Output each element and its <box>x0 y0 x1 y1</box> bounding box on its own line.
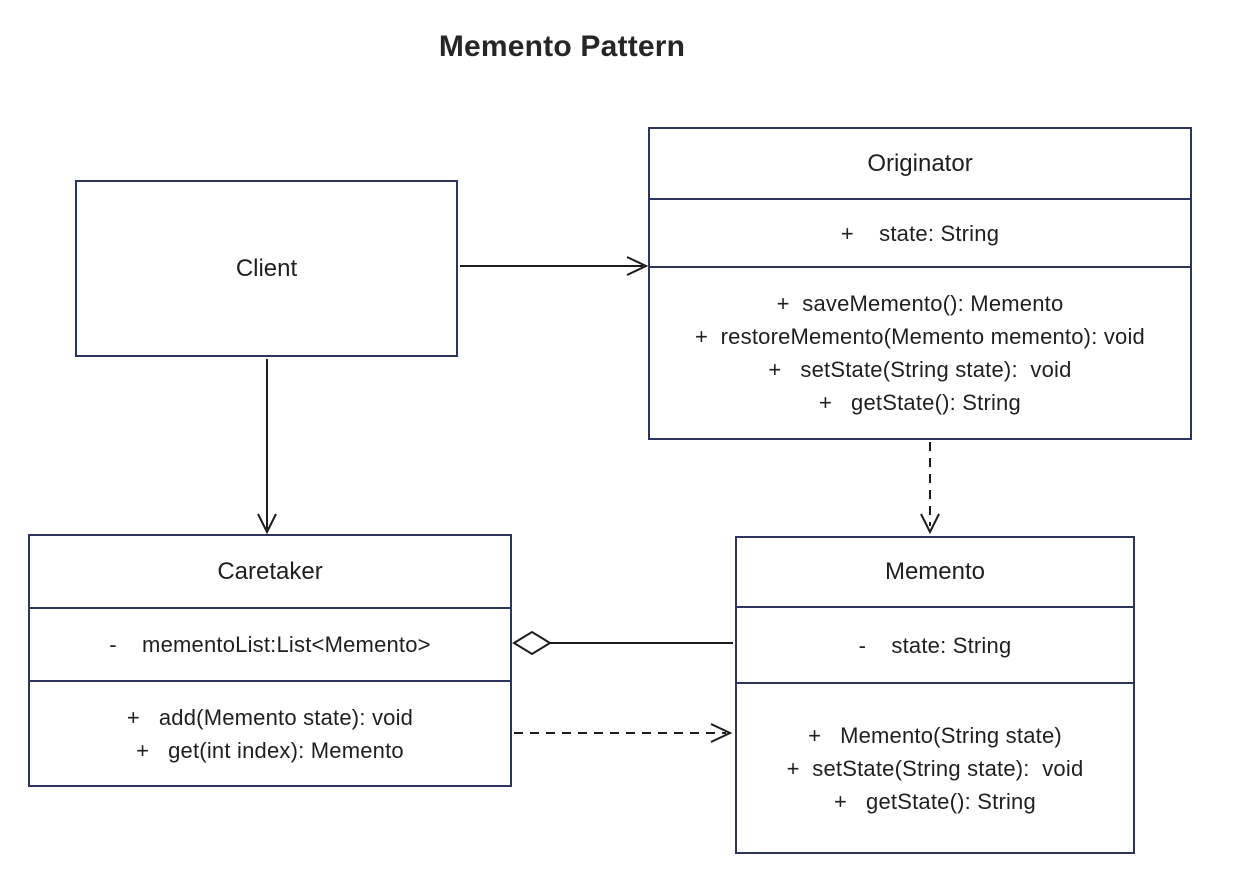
attribute-row: - state: String <box>858 632 1012 658</box>
attribute-row: - mementoList:List<Memento> <box>109 632 431 657</box>
aggregation-caretaker-memento <box>512 630 733 656</box>
class-memento-methods: + Memento(String state) + setState(Strin… <box>737 682 1133 852</box>
class-memento: Memento - state: String + Memento(String… <box>735 536 1135 854</box>
attribute-row: + state: String <box>840 220 1000 246</box>
method-row: + get(int index): Memento <box>136 737 404 763</box>
class-caretaker-attributes: - mementoList:List<Memento> <box>30 607 510 680</box>
diagram-title: Memento Pattern <box>438 30 686 63</box>
method-row: + restoreMemento(Memento memento): void <box>694 324 1145 349</box>
method-row: + setState(String state): void <box>786 755 1084 781</box>
dependency-caretaker-to-memento <box>514 723 733 743</box>
method-row: + add(Memento state): void <box>126 704 414 730</box>
class-client-label: Client <box>235 254 298 282</box>
class-caretaker-methods: + add(Memento state): void + get(int ind… <box>30 680 510 785</box>
method-row: + getState(): String <box>819 390 1021 415</box>
class-caretaker-name: Caretaker <box>217 557 323 585</box>
dependency-originator-to-memento <box>920 442 940 535</box>
class-caretaker: Caretaker - mementoList:List<Memento> + … <box>28 534 512 787</box>
class-client: Client <box>75 180 458 357</box>
method-row: + saveMemento(): Memento <box>776 291 1064 316</box>
association-client-to-originator <box>460 256 649 276</box>
class-originator-methods: + saveMemento(): Memento + restoreMement… <box>650 266 1190 438</box>
class-originator-attributes: + state: String <box>650 198 1190 266</box>
class-originator-name: Originator <box>867 149 973 177</box>
method-row: + getState(): String <box>834 788 1036 814</box>
association-client-to-caretaker <box>257 359 277 535</box>
class-originator: Originator + state: String + saveMemento… <box>648 127 1192 440</box>
method-row: + Memento(String state) <box>808 722 1062 748</box>
class-memento-name: Memento <box>884 558 986 585</box>
class-memento-attributes: - state: String <box>737 606 1133 682</box>
method-row: + setState(String state): void <box>768 357 1072 382</box>
